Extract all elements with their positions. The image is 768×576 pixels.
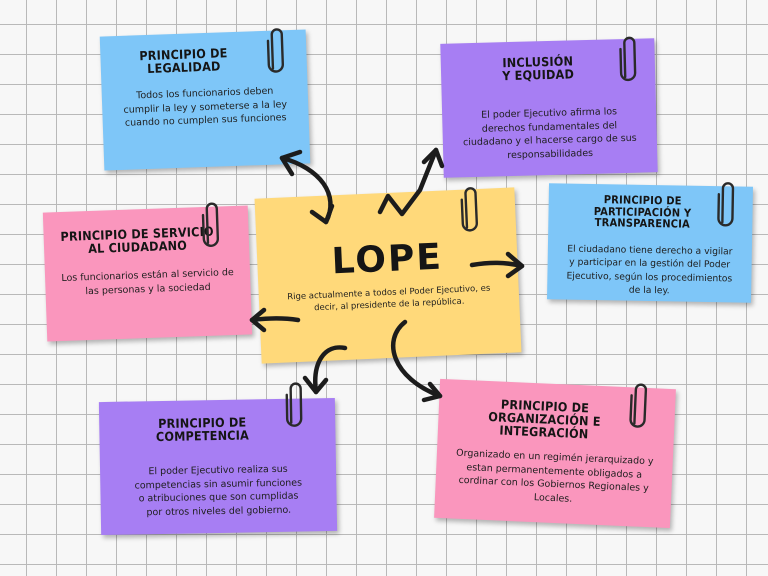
note-inclusion-text: El poder Ejecutivo afirma los derechos f…: [462, 106, 637, 161]
note-competencia: Principio de competencia El poder Ejecut…: [98, 382, 338, 536]
note-participacion-title: Principio de participación y transparenc…: [593, 193, 692, 231]
center-text: Rige actualmente a todos el Poder Ejecut…: [287, 283, 491, 314]
center-note-lope: LOPE Rige actualmente a todos el Poder E…: [254, 187, 522, 364]
note-inclusion: Inclusión y equidad El poder Ejecutivo a…: [440, 36, 658, 178]
note-legalidad-title: Principio de legalidad: [139, 45, 228, 76]
note-servicio-text: Los funcionarios están al servicio de la…: [61, 266, 234, 297]
note-organizacion: Principio de organización e integración …: [434, 378, 676, 529]
paperclip-icon: [717, 182, 735, 227]
paperclip-icon: [460, 187, 478, 232]
paperclip-icon: [201, 202, 220, 247]
note-legalidad-text: Todos los funcionarios deben cumplir la …: [123, 85, 288, 129]
note-participacion-text: El ciudadano tiene derecho a vigilar y p…: [566, 243, 733, 297]
note-servicio: Principio de servicio al ciudadano Los f…: [42, 202, 253, 342]
note-inclusion-title: Inclusión y equidad: [502, 53, 575, 84]
center-title: LOPE: [330, 236, 444, 283]
note-legalidad: Principio de legalidad Todos los funcion…: [99, 28, 311, 171]
paperclip-icon: [619, 36, 637, 82]
note-participacion: Principio de participación y transparenc…: [547, 182, 753, 303]
paperclip-icon: [266, 28, 285, 73]
note-competencia-text: El poder Ejecutivo realiza sus competenc…: [134, 463, 303, 518]
paperclip-icon: [629, 383, 648, 428]
paperclip-icon: [285, 382, 303, 427]
note-organizacion-text: Organizado en un regimén jerarquizado y …: [455, 447, 654, 505]
